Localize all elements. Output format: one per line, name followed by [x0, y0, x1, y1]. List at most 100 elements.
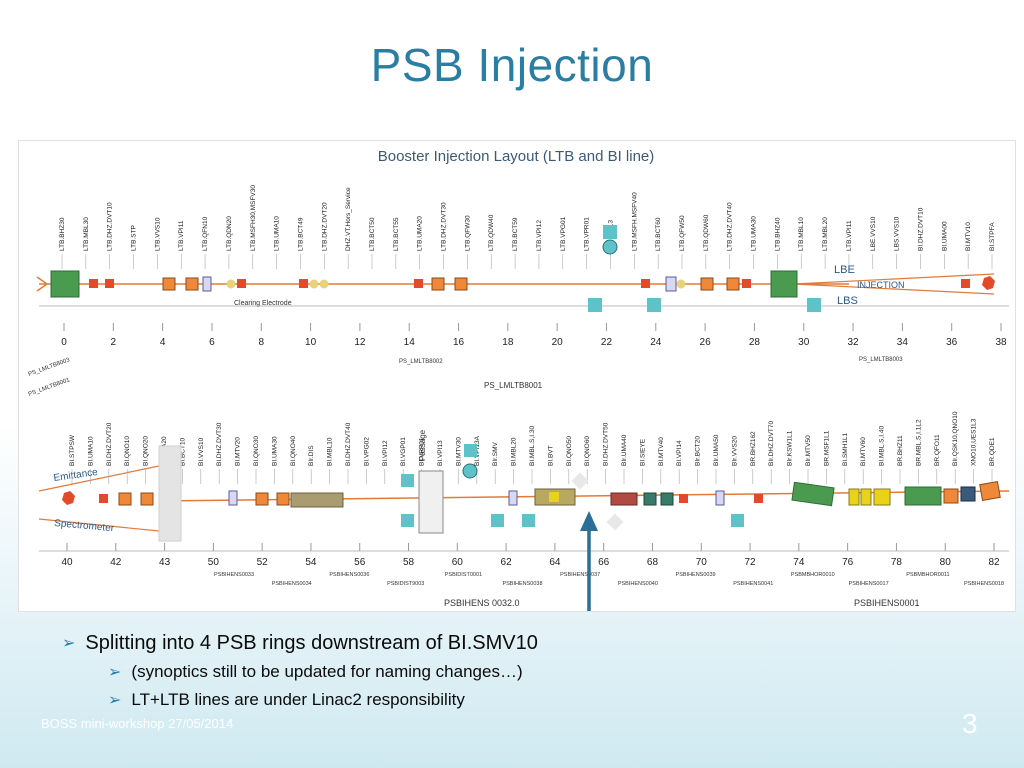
element-label: LTB.UMA30: [751, 216, 758, 251]
axis-tick-label: 8: [258, 337, 264, 348]
element-label: BI.VPI14: [676, 440, 683, 466]
element-label: LBE.VVS10: [870, 216, 877, 251]
bct-monitor: [309, 279, 319, 289]
axis-tick-label: 42: [110, 557, 122, 568]
section-label: PSBIDIST9003: [387, 581, 424, 587]
axis-tick-label: 54: [305, 557, 317, 568]
booster-layout-diagram: Booster Injection Layout (LTB and BI lin…: [28, 148, 1010, 611]
bullet-sub: ➢ LT+LTB lines are under Linac2 responsib…: [108, 686, 538, 714]
axis-tick-label: 78: [891, 557, 903, 568]
element-label: LTB.BCT60: [655, 217, 662, 251]
element-label: LTB.BCT50: [369, 217, 376, 251]
shielding-block: [158, 445, 182, 542]
element-label: BR.QFO11: [934, 434, 941, 466]
bct-monitor: [319, 279, 329, 289]
section-label: PSBIHENS0017: [849, 581, 889, 587]
element-label: BI.BCT10: [179, 437, 186, 466]
quadrupole: [660, 492, 674, 506]
quadrupole: [679, 494, 688, 503]
quadrupole: [414, 279, 423, 288]
element-label: BIr.VVS20: [731, 436, 738, 466]
element-label: LBS.VVS10: [894, 216, 901, 251]
element-label: LTB.MBL20: [822, 217, 829, 251]
element-label: BI.DHZ.DVT30: [216, 422, 223, 466]
axis-tick-label: 12: [354, 337, 366, 348]
axis-tick-label: 56: [354, 557, 366, 568]
section-label-big: PSBIHENS0001: [854, 598, 920, 608]
bullet-arrow-icon: ➢: [108, 692, 122, 709]
axis-tick-label: 0: [61, 337, 67, 348]
element-label: BI.DHZ.DVT40: [345, 422, 352, 466]
element-label: LTB.DHZ.DVT40: [727, 202, 734, 251]
element-label: BI.QNO30: [253, 436, 260, 466]
element-label: LTB.DHZ.DVT10: [107, 202, 114, 251]
element-label: LTB.BCT49: [297, 217, 304, 251]
quadrupole: [643, 492, 657, 506]
bullet-text: LT+LTB lines are under Linac2 responsibi…: [131, 690, 465, 709]
quadrupole: [726, 277, 740, 291]
axis-tick-label: 22: [601, 337, 613, 348]
element-label: BIr.QSK10,QNO10: [952, 411, 959, 466]
element-label: LTB.BCT59: [512, 217, 519, 251]
element-label: BI.MTV60: [860, 437, 867, 466]
element-label: LTB.UMA10: [274, 216, 281, 251]
quadrupole: [99, 494, 108, 503]
element-label: BIr.MTV50: [805, 435, 812, 466]
section-label: PSBIHENS0018: [964, 581, 1004, 587]
element-label: DHZ.VT.Hors_Service: [345, 187, 352, 251]
quadrupole: [105, 279, 114, 288]
element-label: BIr.UMA40: [621, 434, 628, 466]
side-label: PS_LMLTB8001: [28, 377, 72, 398]
axis-tick-label: 60: [452, 557, 464, 568]
stopper: [62, 491, 75, 505]
element-label: XNO10,UES1L3: [971, 418, 978, 466]
axis-tick-label: 32: [847, 337, 859, 348]
passage-label: Passage: [418, 429, 427, 461]
element-label: LTB.VPI12: [536, 220, 543, 251]
element-label: BI.VRP01: [419, 437, 426, 466]
element-label: LTB.QFN10: [202, 216, 209, 251]
element-label: BR.QDE1: [989, 437, 996, 466]
injection-label: INJECTION: [857, 280, 905, 290]
element-label: BR.MBL.S,I.1L2: [915, 419, 922, 466]
axis-tick-label: 66: [598, 557, 610, 568]
booster-layout-figure: Booster Injection Layout (LTB and BI lin…: [18, 140, 1016, 612]
axis-tick-label: 76: [842, 557, 854, 568]
quadrupole: [255, 492, 269, 506]
axis-tick-label: 26: [700, 337, 712, 348]
section-label: PSBIHENS0038: [502, 581, 542, 587]
spectrometer-line: [38, 518, 160, 532]
axis-tick-label: 80: [940, 557, 952, 568]
element-label: BI.VPG02: [363, 437, 370, 466]
section-label: PSBMBHOR0011: [906, 572, 949, 578]
section-label: PSBIHENS0041: [733, 581, 773, 587]
section-label-big: PS_LMLTB8001: [484, 381, 543, 390]
bullet-text: Splitting into 4 PSB rings downstream of…: [85, 631, 538, 654]
beam-entry-arrow: [36, 276, 49, 292]
element-label: BI.QNO40: [290, 436, 297, 466]
element-label: BI.STPFA: [989, 222, 996, 251]
section-label: PSBIDIST0001: [445, 572, 482, 578]
axis-tick-label: 68: [647, 557, 659, 568]
axis-tick-label: 36: [946, 337, 958, 348]
quadrupole: [162, 277, 176, 291]
element-label: BIr.SMV: [492, 441, 499, 466]
element-label: LTB.MBL30: [83, 217, 90, 251]
axis-tick-label: 52: [257, 557, 269, 568]
side-label: PS_LMLTB8003: [28, 357, 72, 378]
emittance-label: Emittance: [53, 467, 99, 484]
quadrupole: [960, 486, 976, 502]
vacuum-pump: [603, 225, 617, 239]
vacuum-pump: [522, 514, 535, 527]
quadrupole: [454, 277, 468, 291]
element-label: BI.VGP01: [400, 437, 407, 466]
element-label: LTB.UMA20: [417, 216, 424, 251]
element-label: LTB.QDW60: [703, 214, 710, 251]
element-label: BI.VPI13A: [474, 435, 481, 466]
axis-tick-label: 64: [549, 557, 561, 568]
element-label: LTB.QDW40: [488, 214, 495, 251]
quadrupole: [140, 492, 154, 506]
